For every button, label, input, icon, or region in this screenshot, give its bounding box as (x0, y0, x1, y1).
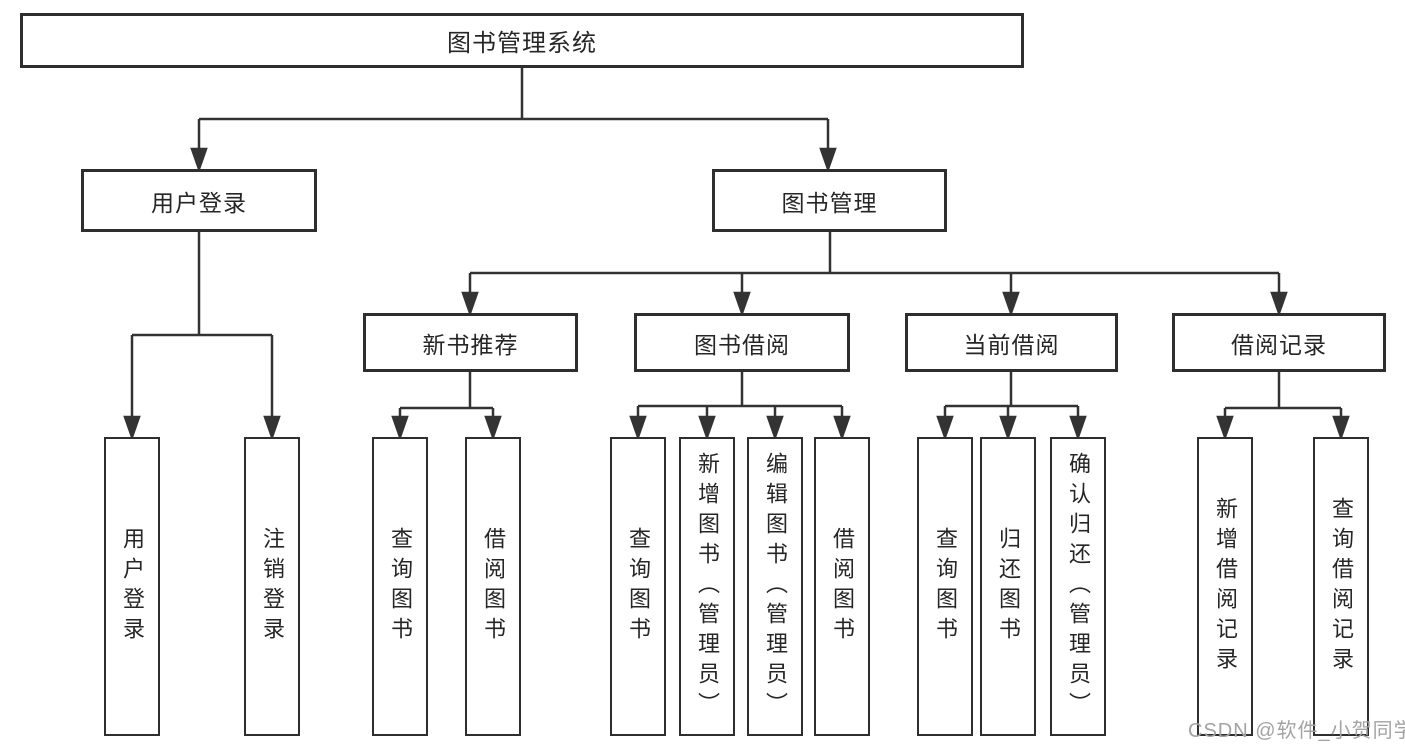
leaf-logout: 注销登录 (244, 437, 300, 736)
leaf-label: 新增图书（管理员） (695, 451, 720, 722)
leaf-label: 借阅图书 (830, 526, 855, 647)
leaf-label: 编辑图书（管理员） (763, 451, 788, 722)
node-book-borrow: 图书借阅 (634, 313, 850, 372)
leaf-label: 查询图书 (626, 526, 651, 647)
node-borrow-records: 借阅记录 (1172, 313, 1386, 372)
leaf-user-login: 用户登录 (104, 437, 160, 736)
connector-current-borrow-group (936, 372, 1087, 441)
leaf-add-borrow-record: 新增借阅记录 (1197, 437, 1253, 736)
leaf-add-books-admin: 新增图书（管理员） (679, 437, 735, 736)
leaf-query-borrow-record: 查询借阅记录 (1313, 437, 1369, 736)
leaf-return-books: 归还图书 (980, 437, 1036, 736)
leaf-query-books-1: 查询图书 (372, 437, 428, 736)
connector-book-management-to-level3 (461, 232, 1288, 317)
leaf-label: 查询图书 (933, 526, 958, 647)
leaf-query-books-2: 查询图书 (610, 437, 666, 736)
node-current-borrow: 当前借阅 (905, 313, 1118, 372)
leaf-query-books-3: 查询图书 (917, 437, 973, 736)
leaf-edit-books-admin: 编辑图书（管理员） (747, 437, 803, 736)
leaf-label: 注销登录 (260, 526, 285, 647)
leaf-confirm-return-admin: 确认归还（管理员） (1050, 437, 1106, 736)
leaf-label: 用户登录 (120, 526, 145, 647)
leaf-borrow-books-1: 借阅图书 (465, 437, 521, 736)
leaf-label: 归还图书 (996, 526, 1021, 647)
leaf-label: 查询图书 (388, 526, 413, 647)
leaf-label: 借阅图书 (481, 526, 506, 647)
leaf-label: 新增借阅记录 (1213, 496, 1238, 677)
leaf-label: 确认归还（管理员） (1066, 451, 1091, 722)
connector-borrow-records-group (1216, 372, 1350, 441)
node-user-login: 用户登录 (81, 169, 317, 232)
connector-root-to-level2 (190, 68, 837, 173)
csdn-watermark: CSDN @软件_小贺同学 (1188, 720, 1405, 742)
node-book-management: 图书管理 (712, 169, 947, 232)
connector-user-login-group (123, 232, 281, 441)
node-root-library-system: 图书管理系统 (20, 13, 1024, 68)
node-new-book-recommend: 新书推荐 (363, 313, 578, 372)
connector-new-books-group (391, 372, 502, 441)
leaf-label: 查询借阅记录 (1329, 496, 1354, 677)
leaf-borrow-books-2: 借阅图书 (814, 437, 870, 736)
connector-book-borrow-group (629, 372, 851, 441)
